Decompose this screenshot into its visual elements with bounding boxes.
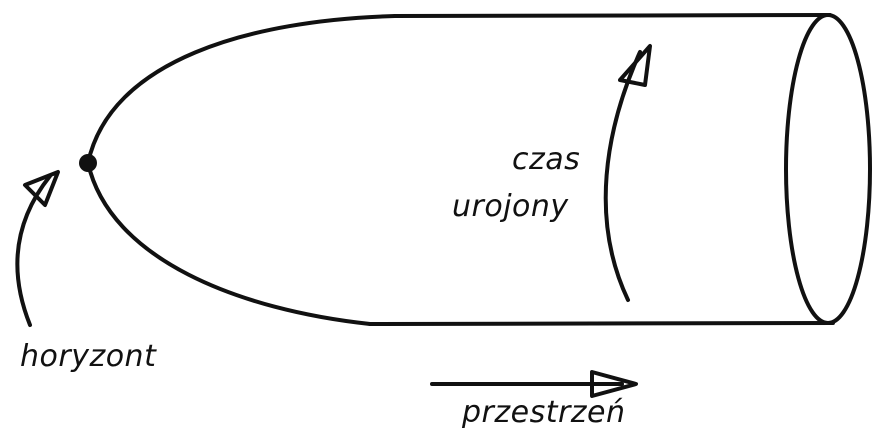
space-label: przestrzeń bbox=[462, 398, 626, 428]
horizon-point bbox=[79, 154, 97, 172]
time-arrow-shaft bbox=[606, 52, 640, 300]
cylinder-bottom-edge bbox=[370, 323, 833, 324]
imaginary-time-label-line2: urojony bbox=[452, 192, 569, 222]
cap-bottom-curve bbox=[88, 163, 370, 324]
imaginary-time-label-line1: czas bbox=[512, 145, 580, 175]
time-arrow-head bbox=[620, 46, 650, 85]
horizon-label: horyzont bbox=[20, 342, 156, 372]
cylinder-top-edge bbox=[395, 15, 830, 16]
end-ellipse bbox=[786, 15, 870, 323]
cap-top-curve bbox=[88, 16, 395, 163]
horizon-arrow-shaft bbox=[17, 176, 50, 325]
